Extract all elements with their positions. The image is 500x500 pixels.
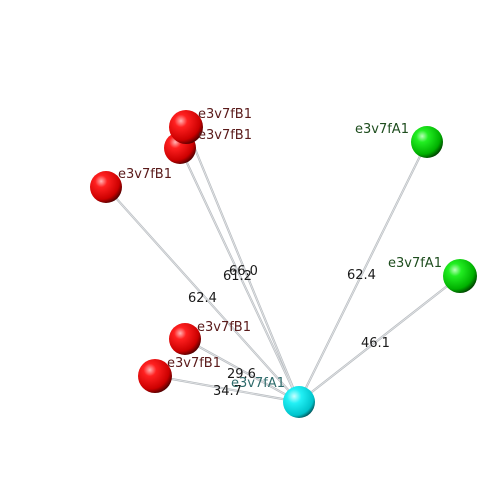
atom-red-sphere[interactable] xyxy=(138,359,172,393)
atom-labels: e3v7fB1 e3v7fB1 e3v7fB1 e3v7fB1 e3v7fB1 … xyxy=(118,107,442,371)
distance-label: 46.1 xyxy=(361,336,390,351)
bond-highlight xyxy=(105,186,300,403)
atom-red-sphere[interactable] xyxy=(90,171,122,203)
distance-label: 66.0 xyxy=(229,264,258,279)
central-atom-label: e3v7fA1 xyxy=(231,376,285,391)
distance-label: 62.4 xyxy=(347,268,376,283)
bonds xyxy=(105,126,461,404)
bond-highlight xyxy=(298,275,461,403)
distance-label: 61.2 xyxy=(223,269,252,284)
atom-green-sphere[interactable] xyxy=(411,126,443,158)
atom-label: e3v7fB1 xyxy=(167,356,221,371)
bond-highlight xyxy=(185,126,300,403)
distance-label: 29.6 xyxy=(227,367,256,382)
bond-highlight xyxy=(298,141,428,403)
distance-labels: 66.0 61.2 62.4 29.6 34.7 62.4 46.1 xyxy=(188,264,390,399)
distance-label: 34.7 xyxy=(213,384,242,399)
atom-label: e3v7fB1 xyxy=(198,128,252,143)
bond-highlight xyxy=(154,375,300,403)
atom-label: e3v7fB1 xyxy=(197,320,251,335)
atom-label: e3v7fA1 xyxy=(355,122,409,137)
atoms xyxy=(90,110,477,393)
atom-red-sphere[interactable] xyxy=(169,110,203,144)
atom-label: e3v7fB1 xyxy=(118,167,172,182)
bond-highlight xyxy=(184,338,300,403)
atom-red-sphere[interactable] xyxy=(169,323,201,355)
atom-green-sphere[interactable] xyxy=(443,259,477,293)
central-atom-sphere[interactable] xyxy=(283,386,315,418)
distance-label: 62.4 xyxy=(188,291,217,306)
bond-highlight xyxy=(179,147,300,403)
atom-label: e3v7fB1 xyxy=(198,107,252,122)
atom-label: e3v7fA1 xyxy=(388,256,442,271)
central-atom: e3v7fA1 xyxy=(231,376,315,418)
